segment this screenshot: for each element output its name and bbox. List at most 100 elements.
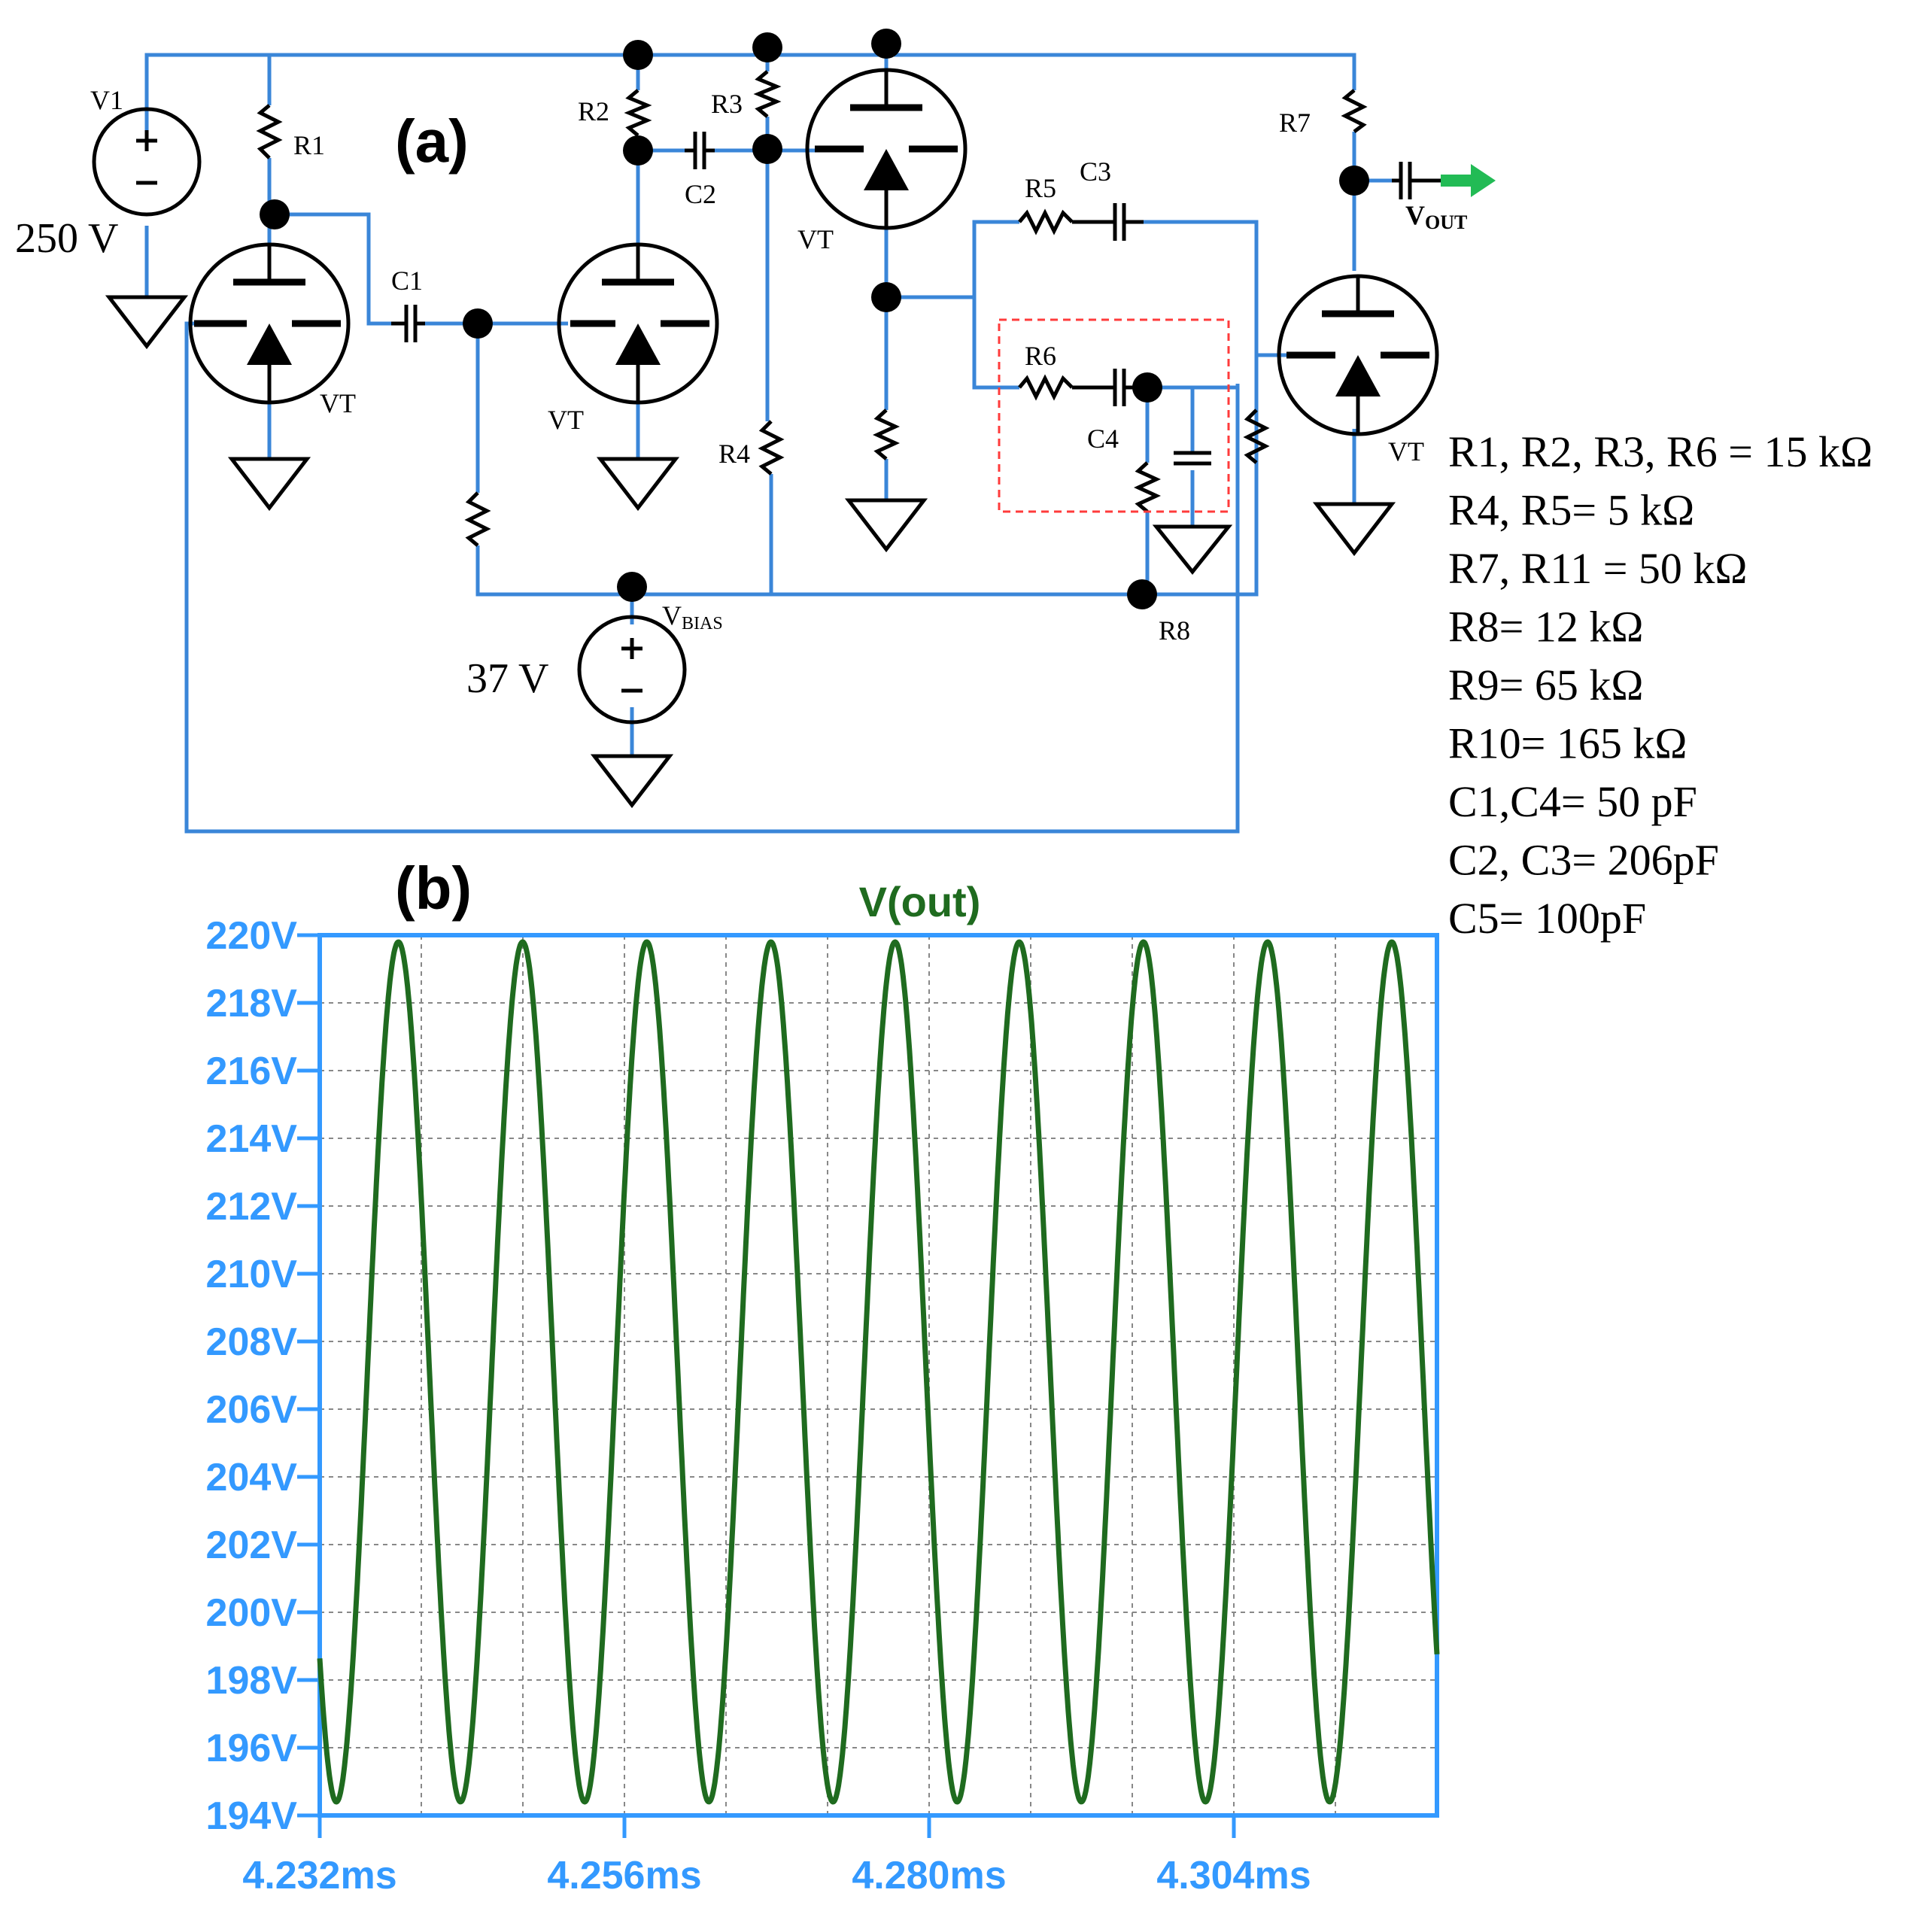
- tube-vt2: [557, 242, 719, 405]
- tube-vt4: [1277, 274, 1439, 436]
- ground-icon: [596, 457, 680, 512]
- junction-dot: [1127, 579, 1157, 609]
- tube3-label: VT: [797, 224, 834, 254]
- r6-label: R6: [1025, 341, 1056, 371]
- plot-frame: [317, 933, 1439, 1818]
- y-tick-label: 208V: [206, 1320, 298, 1364]
- capacitors: [391, 132, 1441, 466]
- c3-to-r9-wire: [1144, 220, 1259, 410]
- vout-label-main: V: [1405, 200, 1425, 230]
- resistor-r4: [758, 420, 785, 475]
- cathode-to-r5-wire: [886, 220, 1019, 299]
- junction-dot: [260, 199, 290, 229]
- ground-icon: [1312, 502, 1396, 557]
- component-value-line: R4, R5= 5 kΩ: [1448, 486, 1694, 535]
- chart-title: V(out): [859, 878, 981, 925]
- tube-vt1: [188, 242, 351, 405]
- junction-dot: [617, 572, 647, 602]
- ground-icon: [227, 457, 311, 512]
- r7-label: R7: [1279, 108, 1311, 138]
- y-tick-label: 198V: [206, 1659, 298, 1703]
- resistor-r5: [1018, 208, 1074, 235]
- component-value-line: C2, C3= 206pF: [1448, 836, 1719, 885]
- component-value-line: C1,C4= 50 pF: [1448, 777, 1697, 826]
- vbias-label: VBIAS: [662, 600, 723, 633]
- component-value-line: R10= 165 kΩ: [1448, 719, 1687, 768]
- junction-dot: [871, 282, 901, 312]
- vbias-value: 37 V: [466, 655, 548, 702]
- component-value-line: R9= 65 kΩ: [1448, 661, 1644, 709]
- voltage-source-v1: [92, 107, 202, 217]
- waveform-plot: V(out) 220V 218V 216V 214V 212V 210V 208V 206V 20…: [206, 878, 1440, 1897]
- r2-label: R2: [578, 96, 609, 126]
- x-tick-label: 4.256ms: [547, 1854, 701, 1897]
- tube1-label: VT: [320, 388, 356, 418]
- resistor-r6: [1018, 374, 1074, 401]
- resistor-r8: [1133, 461, 1162, 513]
- junction-dot: [463, 308, 493, 339]
- bottom-bias-rail: [475, 226, 1259, 597]
- y-tick-label: 212V: [206, 1185, 298, 1229]
- y-tick-label: 200V: [206, 1591, 298, 1635]
- c1-label: C1: [391, 266, 423, 296]
- junction-dot: [752, 134, 782, 164]
- y-tick-label: 202V: [206, 1524, 298, 1567]
- junction-dot: [752, 32, 782, 62]
- y-tick-label: 214V: [206, 1117, 298, 1161]
- schematic-labels: (a) V1 250 V R1 R2 R3 C2 C1 VT VT VT VT …: [15, 85, 1467, 702]
- component-value-line: C5= 100pF: [1448, 894, 1646, 943]
- junction-dot: [623, 135, 653, 166]
- r8-label: R8: [1159, 615, 1190, 646]
- component-value-line: R1, R2, R3, R6 = 15 kΩ: [1448, 427, 1873, 476]
- cathode-to-r6-wire: [972, 297, 1019, 390]
- y-tick-label: 220V: [206, 914, 298, 958]
- r3-label: R3: [711, 89, 743, 119]
- r4-label: R4: [718, 439, 750, 469]
- tube4-label: VT: [1388, 436, 1424, 466]
- y-tick-label: 204V: [206, 1456, 298, 1499]
- vbias-label-sub: BIAS: [682, 614, 723, 633]
- y-tick-label: 218V: [206, 982, 298, 1025]
- vbias-label-main: V: [662, 600, 682, 630]
- v1-value: 250 V: [15, 215, 118, 262]
- y-tick-label: 206V: [206, 1388, 298, 1432]
- component-value-list: R1, R2, R3, R6 = 15 kΩ R4, R5= 5 kΩ R7, R1…: [1448, 427, 1873, 943]
- v1-label: V1: [90, 85, 123, 115]
- x-tick-label: 4.304ms: [1156, 1854, 1311, 1897]
- x-tick-label: 4.280ms: [852, 1854, 1006, 1897]
- r1-label: R1: [293, 130, 325, 160]
- x-tick-label: 4.232ms: [242, 1854, 396, 1897]
- ground-icon: [1152, 524, 1233, 576]
- output-arrow-icon: [1441, 164, 1496, 197]
- tube-vt3: [805, 68, 968, 230]
- c3-label: C3: [1080, 156, 1111, 187]
- c2-label: C2: [685, 179, 716, 209]
- junction-dot: [871, 29, 901, 59]
- y-tick-label: 194V: [206, 1794, 298, 1838]
- ground-icon: [105, 295, 189, 350]
- ground-icon: [590, 754, 674, 809]
- ground-icon: [844, 498, 928, 553]
- schematic: (a) V1 250 V R1 R2 R3 C2 C1 VT VT VT VT …: [15, 29, 1496, 834]
- c4-label: C4: [1087, 424, 1119, 454]
- r5-label: R5: [1025, 173, 1056, 203]
- tube1-plate-wire: [277, 212, 391, 326]
- component-value-line: R7, R11 = 50 kΩ: [1448, 544, 1748, 593]
- junction-dot: [623, 40, 653, 70]
- component-value-line: R8= 12 kΩ: [1448, 603, 1644, 652]
- junction-dot: [1339, 166, 1369, 196]
- resistor-grid2: [464, 491, 491, 547]
- y-tick-label: 216V: [206, 1050, 298, 1093]
- tubes: [188, 68, 1439, 436]
- y-tick-label: 210V: [206, 1253, 298, 1296]
- tube2-label: VT: [548, 405, 584, 435]
- resistor-r7: [1341, 89, 1368, 133]
- panel-a-label: (a): [395, 108, 469, 175]
- panel-b-label: (b): [395, 855, 472, 922]
- resistors: [256, 70, 1368, 547]
- resistor-r2: [624, 89, 652, 137]
- top-rail-wire: [144, 53, 1356, 150]
- resistor-r1: [256, 104, 283, 159]
